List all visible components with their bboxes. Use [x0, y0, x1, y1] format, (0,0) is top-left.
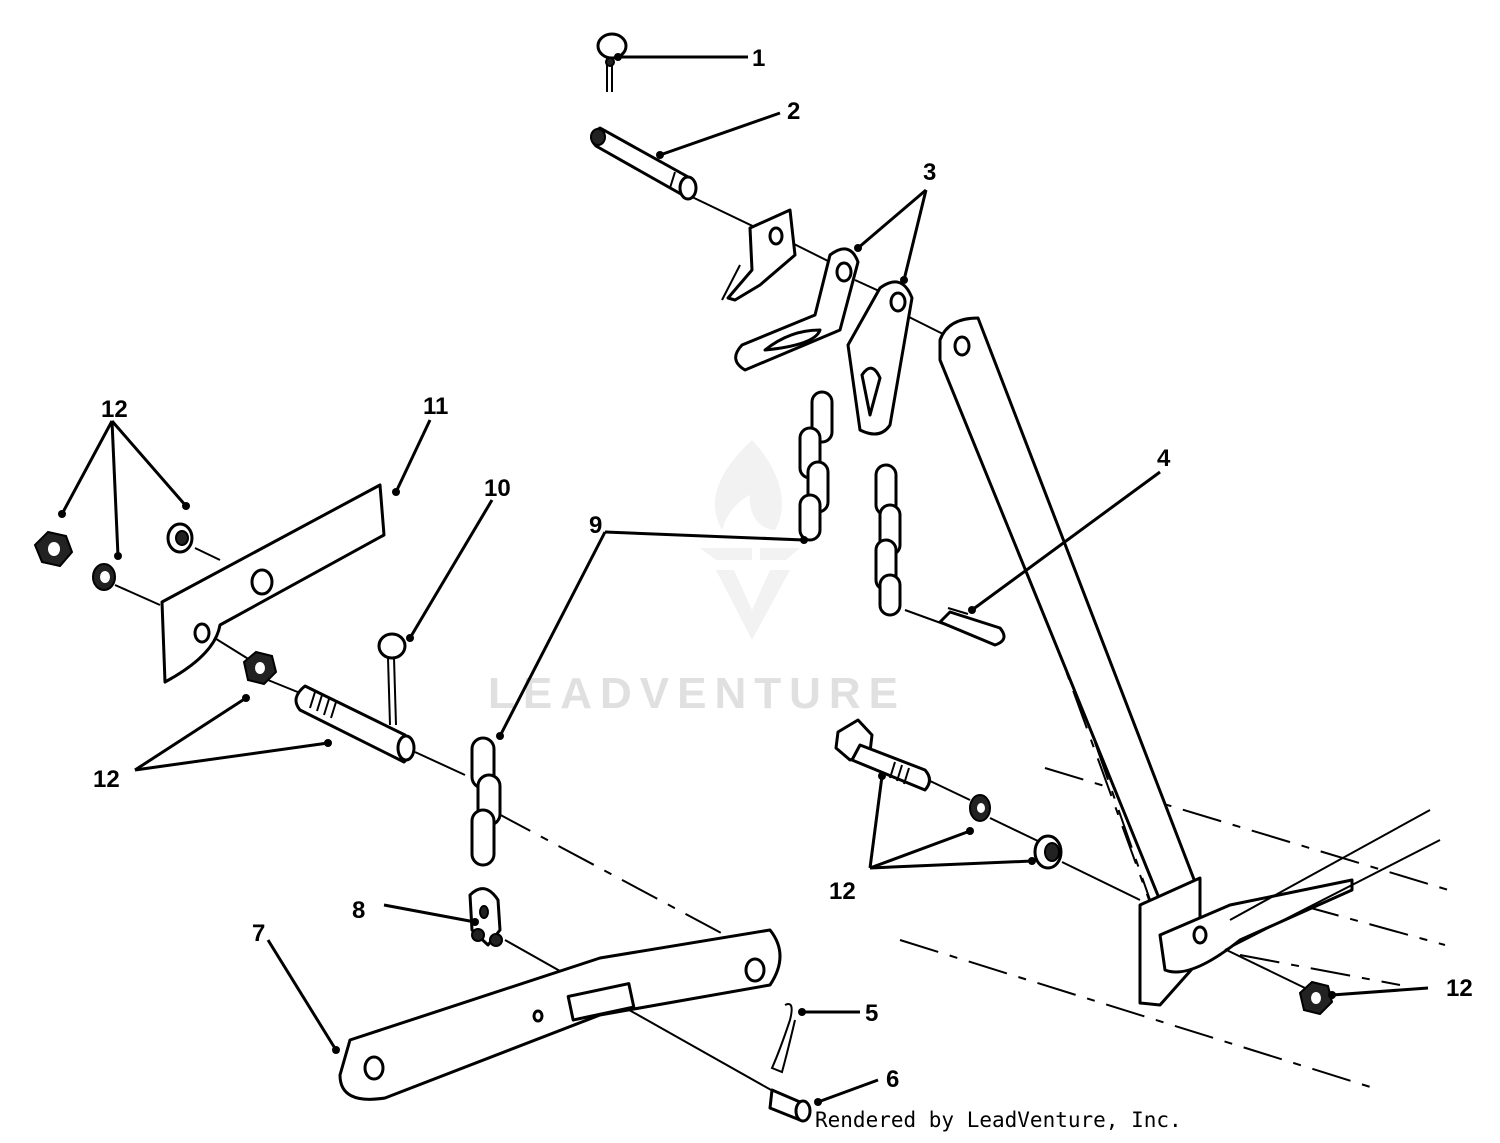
- bolt-right: [834, 718, 931, 792]
- hitch-bracket: [1138, 809, 1441, 1007]
- callout-12-bottom-right: 12: [1446, 975, 1473, 1002]
- spacer-right: [1033, 834, 1063, 870]
- callout-10: 10: [484, 475, 511, 502]
- callout-1: 1: [752, 45, 765, 72]
- spacer-left: [166, 522, 194, 554]
- ring-pin-left: [377, 632, 407, 726]
- callout-11: 11: [423, 393, 448, 420]
- safety-pin-clip: [938, 607, 1006, 647]
- drawbar: [338, 928, 782, 1101]
- callout-12-top-left: 12: [101, 396, 128, 423]
- chain-left: [470, 736, 502, 867]
- chain-top: [798, 390, 834, 542]
- chain-right: [874, 463, 902, 617]
- clevis-shackle: [468, 887, 503, 947]
- hex-nut-center: [242, 650, 278, 686]
- flame-v-logo-icon: [700, 440, 800, 640]
- callout-labels: 1 2 3 4 5 6 7 8 9 10 11 12 12 12 12: [93, 45, 1473, 1093]
- headed-pin: [768, 1088, 812, 1123]
- drawbar-bracket: [160, 483, 386, 684]
- hex-nut-right: [1298, 980, 1334, 1016]
- callout-3: 3: [923, 159, 936, 186]
- callout-12-left: 12: [93, 766, 120, 793]
- lift-bracket-middle: [734, 247, 860, 372]
- lift-bracket-rear: [721, 208, 797, 302]
- lock-washer-left: [92, 563, 116, 591]
- ring-pin: [596, 32, 628, 92]
- leader-dots: [58, 53, 1336, 1106]
- callout-8: 8: [352, 897, 365, 924]
- callout-4: 4: [1157, 445, 1171, 472]
- clevis-pin: [590, 126, 698, 201]
- hex-nut-left: [33, 530, 74, 568]
- watermark: LEADVENTURE: [488, 440, 906, 718]
- callout-9: 9: [589, 512, 602, 539]
- hair-pin: [770, 1003, 796, 1074]
- callout-7: 7: [252, 920, 265, 947]
- callout-5: 5: [865, 1000, 878, 1027]
- washer-right: [969, 794, 991, 822]
- lift-bracket-front: [846, 280, 914, 436]
- threaded-pin: [294, 684, 416, 764]
- leader-lines: [60, 55, 1429, 1104]
- callout-2: 2: [787, 98, 800, 125]
- callout-6: 6: [886, 1066, 899, 1093]
- watermark-text: LEADVENTURE: [488, 669, 906, 718]
- credit-text: Rendered by LeadVenture, Inc.: [815, 1108, 1182, 1132]
- callout-12-center-right: 12: [829, 878, 856, 905]
